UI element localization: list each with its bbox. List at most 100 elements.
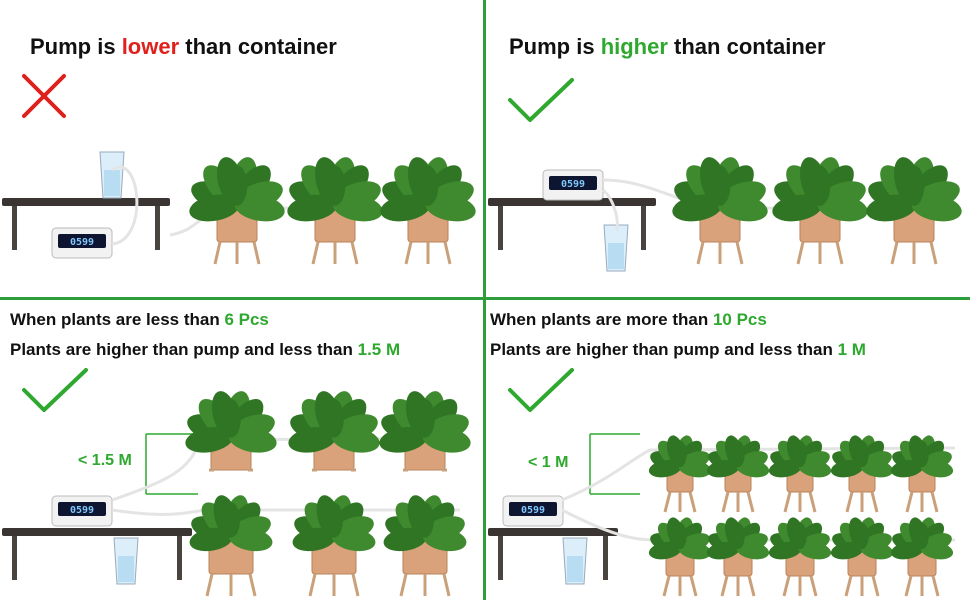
title-highlight: higher — [600, 34, 668, 59]
leaf — [866, 194, 917, 222]
stand-leg — [746, 491, 755, 513]
line-highlight: 1 M — [837, 340, 866, 359]
pump-screen — [509, 502, 557, 516]
stand-leg — [399, 573, 408, 597]
leaf — [920, 541, 954, 560]
leaf — [425, 194, 476, 222]
leaf — [189, 194, 240, 222]
leaf — [855, 440, 869, 468]
stand-leg — [835, 241, 844, 265]
leaf — [793, 440, 807, 468]
leaf — [673, 440, 687, 468]
stand-leg — [783, 491, 792, 513]
plant-leaves — [287, 157, 383, 222]
pump-device: 0599 — [502, 495, 564, 527]
check-stroke — [22, 368, 88, 412]
leaf — [817, 194, 868, 222]
stand-leg — [929, 241, 938, 265]
plant-leaves — [185, 391, 277, 453]
panel-top-right-title: Pump is higher than container — [509, 34, 826, 60]
stand-leg — [205, 573, 214, 597]
stand-leg — [931, 575, 940, 597]
plant-leaves — [772, 157, 868, 222]
panel-bottom-left-line1: When plants are less than 6 Pcs — [10, 310, 269, 330]
leaf — [798, 459, 832, 478]
leaf — [331, 426, 380, 453]
leaf — [890, 541, 924, 560]
height-measure-label: < 1 M — [528, 454, 569, 471]
leaf — [772, 194, 823, 222]
plant-leaves — [890, 435, 954, 478]
leaf — [678, 541, 712, 560]
stand-leg — [735, 241, 744, 265]
check-icon — [508, 368, 574, 412]
leaf — [920, 459, 954, 478]
title-suffix: than container — [179, 34, 337, 59]
panel-bottom-right-line2: Plants are higher than pump and less tha… — [490, 340, 866, 360]
water-container — [562, 537, 588, 585]
container-water — [118, 556, 134, 582]
pump-display-readout: 0599 — [521, 505, 545, 516]
leaf — [228, 527, 273, 552]
stand-leg — [808, 491, 817, 513]
container-water — [567, 556, 583, 582]
stand-leg — [720, 575, 729, 597]
plant-leaves — [379, 391, 471, 453]
leaf — [860, 541, 894, 560]
check-stroke — [508, 78, 574, 122]
stand-leg — [311, 241, 320, 265]
leaf — [288, 426, 337, 453]
plant-leaves — [672, 157, 768, 222]
leaf — [189, 527, 234, 552]
stand-leg — [663, 491, 672, 513]
stand-leg — [747, 575, 756, 597]
leaf — [903, 165, 925, 206]
line-prefix: Plants are higher than pump and less tha… — [490, 340, 838, 359]
plant-leaves — [706, 517, 770, 560]
line-highlight: 10 Pcs — [712, 310, 767, 329]
plant-leaves — [380, 157, 476, 222]
table-top — [488, 528, 618, 536]
leaf — [228, 426, 277, 453]
water-container — [99, 151, 125, 199]
table — [488, 198, 656, 250]
stand-leg — [351, 573, 360, 597]
vertical-divider — [483, 0, 486, 600]
leaf — [731, 440, 745, 468]
plant-leaves — [383, 495, 467, 552]
leaf — [706, 541, 740, 560]
table-leg — [641, 206, 646, 250]
leaf — [287, 194, 338, 222]
plant-leaves — [768, 517, 832, 560]
line-highlight: 6 Pcs — [224, 310, 269, 329]
leaf — [830, 459, 864, 478]
table-leg — [12, 206, 17, 250]
table-leg — [155, 206, 160, 250]
plant-leaves — [866, 157, 962, 222]
stand-leg — [844, 575, 853, 597]
line-prefix: Plants are higher than pump and less tha… — [10, 340, 358, 359]
table-top — [2, 528, 192, 536]
leaf — [325, 502, 343, 538]
plant-leaves — [830, 517, 894, 560]
check-icon — [22, 368, 88, 412]
leaf — [673, 522, 687, 550]
leaf — [324, 399, 344, 438]
stand-leg — [404, 241, 413, 265]
leaf — [331, 527, 376, 552]
stand-leg — [905, 491, 914, 513]
pump-screen — [58, 502, 106, 516]
table — [2, 528, 192, 580]
leaf — [768, 459, 802, 478]
table — [2, 198, 170, 250]
cross-stroke — [22, 74, 66, 118]
leaf — [324, 165, 346, 206]
leaf — [915, 440, 929, 468]
leaf — [648, 541, 682, 560]
table-leg — [498, 206, 503, 250]
leaf — [221, 399, 241, 438]
leaf — [383, 527, 428, 552]
leaf — [332, 194, 383, 222]
stand-leg — [213, 241, 222, 265]
